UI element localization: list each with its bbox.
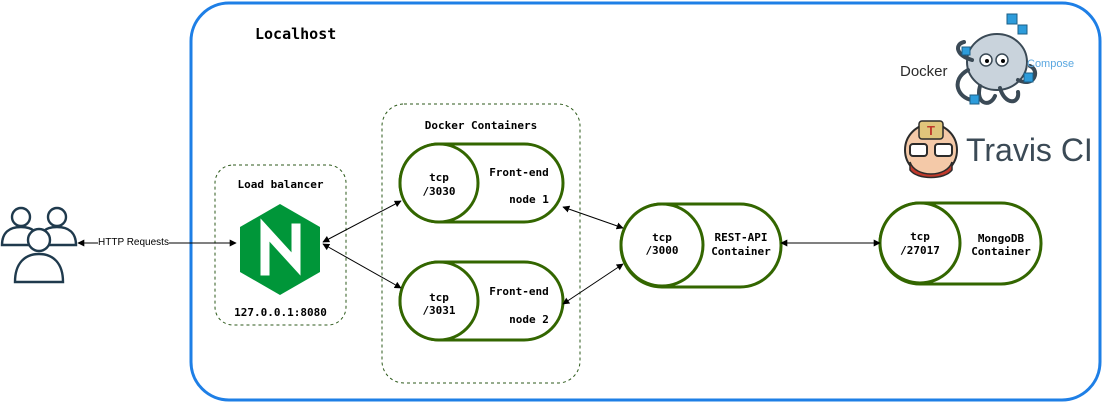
- docker-logo-text: Docker: [900, 63, 948, 80]
- node1-to-api-arrow: [562, 205, 624, 230]
- docker-containers-group: [381, 103, 581, 384]
- load-balancer-title: Load balancer: [237, 178, 324, 191]
- mongodb-port-protocol: tcp: [910, 230, 930, 243]
- docker-compose-logo: [955, 13, 1038, 105]
- docker-containers-title: Docker Containers: [424, 119, 538, 132]
- rest-api-container-label: Container: [711, 245, 771, 258]
- frontend2-port-protocol: tcp: [429, 291, 449, 304]
- frontend2-name: Front-end: [489, 285, 549, 298]
- mongodb-port-number: /27017: [900, 244, 940, 257]
- mongodb-name: MongoDB: [977, 232, 1025, 245]
- localhost-boundary: [189, 1, 1102, 402]
- nginx-logo: [240, 204, 320, 295]
- load-balancer-address: 127.0.0.1:8080: [234, 306, 327, 319]
- lb-to-node2-arrow: [322, 243, 402, 289]
- mongodb-container-label: Container: [971, 245, 1031, 258]
- frontend1-port-protocol: tcp: [429, 171, 449, 184]
- frontend1-name: Front-end: [489, 166, 549, 179]
- users-icon: [0, 206, 78, 284]
- frontend2-node-label: node 2: [509, 313, 549, 326]
- travis-ci-logo-text: Travis CI: [966, 132, 1093, 168]
- svg-text:T: T: [927, 123, 935, 138]
- frontend1-node-label: node 1: [509, 193, 549, 206]
- frontend1-port-number: /3030: [422, 185, 456, 198]
- frontend2-port-number: /3031: [422, 304, 456, 317]
- rest-api-port-number: /3000: [645, 244, 679, 257]
- localhost-label: Localhost: [255, 25, 337, 43]
- lb-to-node1-arrow: [322, 200, 402, 243]
- travis-ci-logo: T: [904, 120, 958, 179]
- node2-to-api-arrow: [562, 263, 624, 305]
- rest-api-name: REST-API: [714, 231, 768, 244]
- compose-logo-text: Compose: [1027, 58, 1075, 70]
- http-requests-label: HTTP Requests: [98, 237, 169, 248]
- frontend-node-1-shape: [398, 142, 565, 224]
- rest-api-port-protocol: tcp: [652, 231, 672, 244]
